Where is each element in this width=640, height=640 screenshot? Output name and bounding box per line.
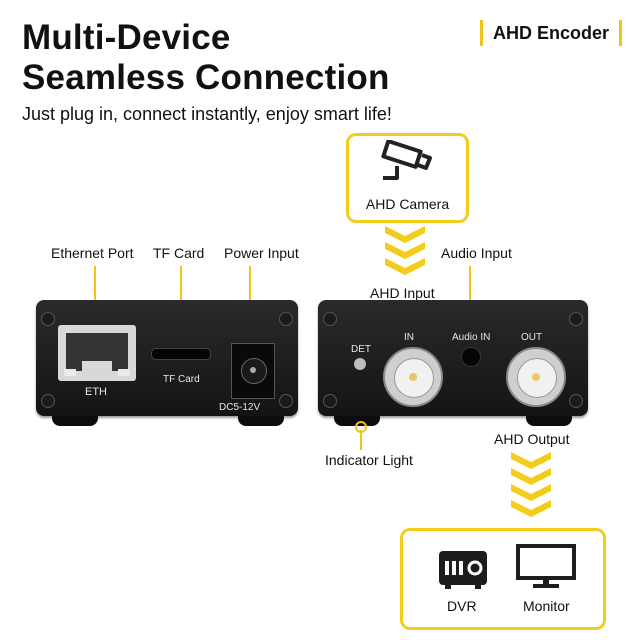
callout-tf-card: TF Card — [153, 245, 205, 261]
screw — [323, 394, 337, 408]
callout-indicator-light: Indicator Light — [325, 452, 413, 468]
screw — [569, 312, 583, 326]
screw — [569, 394, 583, 408]
callout-line-power — [249, 266, 251, 328]
callout-ahd-output: AHD Output — [494, 431, 570, 447]
dvr-icon — [439, 551, 487, 589]
callout-ahd-input: AHD Input — [370, 285, 435, 301]
left-device-panel: ETH TF Card DC5-12V — [36, 300, 298, 416]
dc-label: DC5-12V — [219, 402, 261, 413]
device-foot — [52, 416, 98, 426]
screw — [41, 394, 55, 408]
dvr-label: DVR — [447, 598, 477, 614]
camera-label: AHD Camera — [365, 196, 450, 212]
screw — [41, 312, 55, 326]
screw — [323, 312, 337, 326]
device-foot — [238, 416, 284, 426]
bnc-input-connector[interactable] — [383, 347, 443, 407]
callout-audio-input: Audio Input — [441, 245, 512, 261]
indicator-light — [354, 358, 366, 370]
headline-line2: Seamless Connection — [22, 58, 390, 97]
monitor-label: Monitor — [523, 598, 570, 614]
screw — [279, 394, 293, 408]
chevron-down-icon — [385, 226, 425, 275]
monitor-icon — [516, 544, 576, 588]
tf-card-label: TF Card — [163, 374, 200, 385]
tf-card-slot[interactable] — [151, 348, 211, 360]
tagline: Just plug in, connect instantly, enjoy s… — [22, 104, 392, 124]
in-label: IN — [404, 332, 414, 343]
output-devices-box: DVR Monitor — [400, 528, 606, 630]
det-label: DET — [351, 344, 371, 355]
callout-line-ethernet — [94, 266, 96, 310]
callout-power-input: Power Input — [224, 245, 299, 261]
dc-power-jack[interactable] — [231, 343, 275, 399]
right-device-panel: DET IN Audio IN OUT — [318, 300, 588, 416]
device-foot — [526, 416, 572, 426]
callout-line-audio — [469, 266, 471, 306]
screw — [279, 312, 293, 326]
headline-line1: Multi-Device — [22, 18, 231, 57]
bnc-output-connector[interactable] — [506, 347, 566, 407]
ethernet-port[interactable] — [58, 325, 136, 381]
chevron-down-icon — [511, 452, 551, 517]
out-label: OUT — [521, 332, 543, 343]
callout-line-indicator — [360, 430, 362, 450]
audio-in-label: Audio IN — [452, 332, 491, 343]
audio-in-jack[interactable] — [461, 347, 481, 367]
cctv-camera-icon — [381, 140, 432, 180]
callout-line-tf — [180, 266, 182, 328]
camera-box: AHD Camera — [346, 133, 469, 223]
product-badge: AHD Encoder — [479, 20, 622, 46]
eth-label: ETH — [85, 386, 107, 398]
callout-ethernet-port: Ethernet Port — [51, 245, 134, 261]
